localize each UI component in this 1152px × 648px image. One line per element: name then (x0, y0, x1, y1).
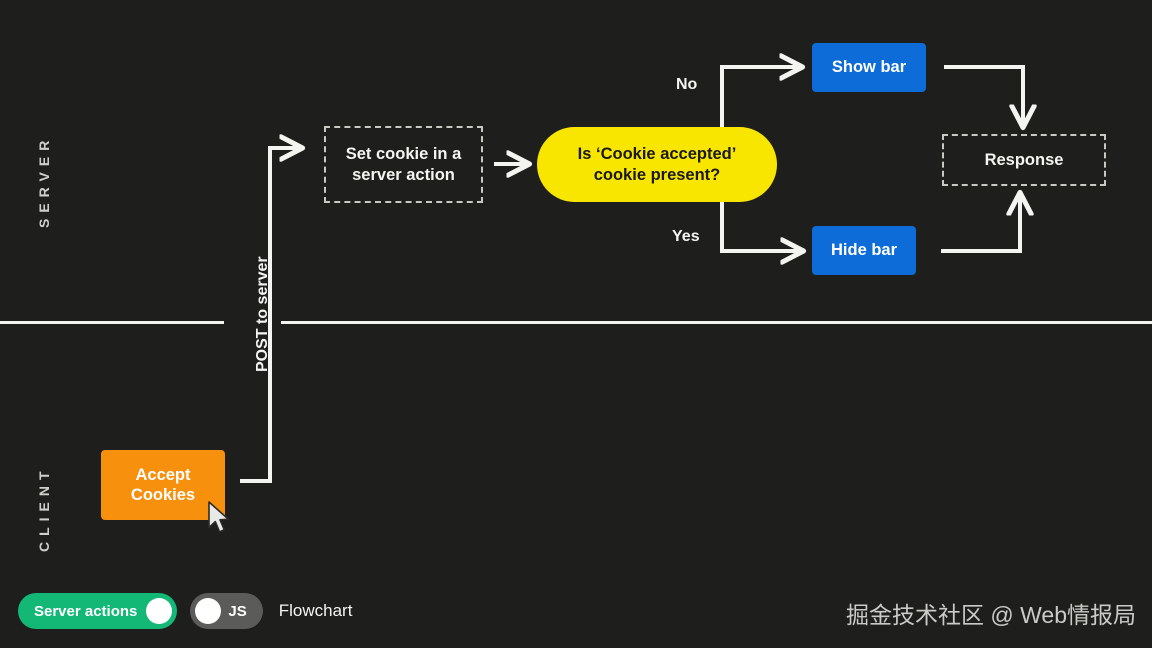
accept-cookies-text-line-1: Accept (135, 465, 191, 484)
edge-showbar-to-response (944, 65, 1023, 126)
edge-label-post-to-server: POST to server (254, 256, 271, 372)
legend-caption: Flowchart (278, 601, 353, 620)
node-show-bar[interactable]: Show bar (812, 43, 926, 92)
edge-no-to-show-bar (720, 67, 801, 128)
node-hide-bar[interactable]: Hide bar (812, 226, 916, 275)
edge-label-no: No (676, 76, 698, 93)
mouse-cursor-icon (208, 501, 230, 533)
toggle-server-actions-knob[interactable] (146, 598, 173, 624)
toggle-js-knob[interactable] (195, 598, 222, 624)
lane-divider-left (0, 321, 224, 324)
edge-hidebar-to-response (941, 194, 1020, 253)
toggle-js-label: JS (228, 602, 247, 620)
decision-text-line-1: Is ‘Cookie accepted’ (577, 145, 737, 164)
toggle-js[interactable]: JS (190, 593, 263, 629)
node-decision-cookie-accepted[interactable]: Is ‘Cookie accepted’ cookie present? (537, 127, 777, 202)
legend-toggles: Server actions JS Flowchart (18, 593, 352, 629)
accept-cookies-text-line-2: Cookies (130, 486, 196, 504)
edge-yes-to-hide-bar (720, 202, 802, 251)
edge-label-yes: Yes (672, 228, 700, 245)
lane-divider-right (281, 321, 1152, 324)
watermark: 掘金技术社区 @ Web情报局 (845, 602, 1136, 628)
node-set-cookie-in-server-action[interactable]: Set cookie in a server action (324, 126, 483, 203)
toggle-server-actions-label: Server actions (34, 602, 138, 620)
lane-label-client: CLIENT (36, 465, 52, 552)
node-response[interactable]: Response (942, 134, 1106, 186)
decision-text-line-2: cookie present? (593, 165, 721, 184)
lane-label-server: SERVER (36, 134, 52, 228)
toggle-server-actions[interactable]: Server actions (18, 593, 178, 629)
node-accept-cookies-button[interactable]: Accept Cookies (101, 450, 225, 520)
